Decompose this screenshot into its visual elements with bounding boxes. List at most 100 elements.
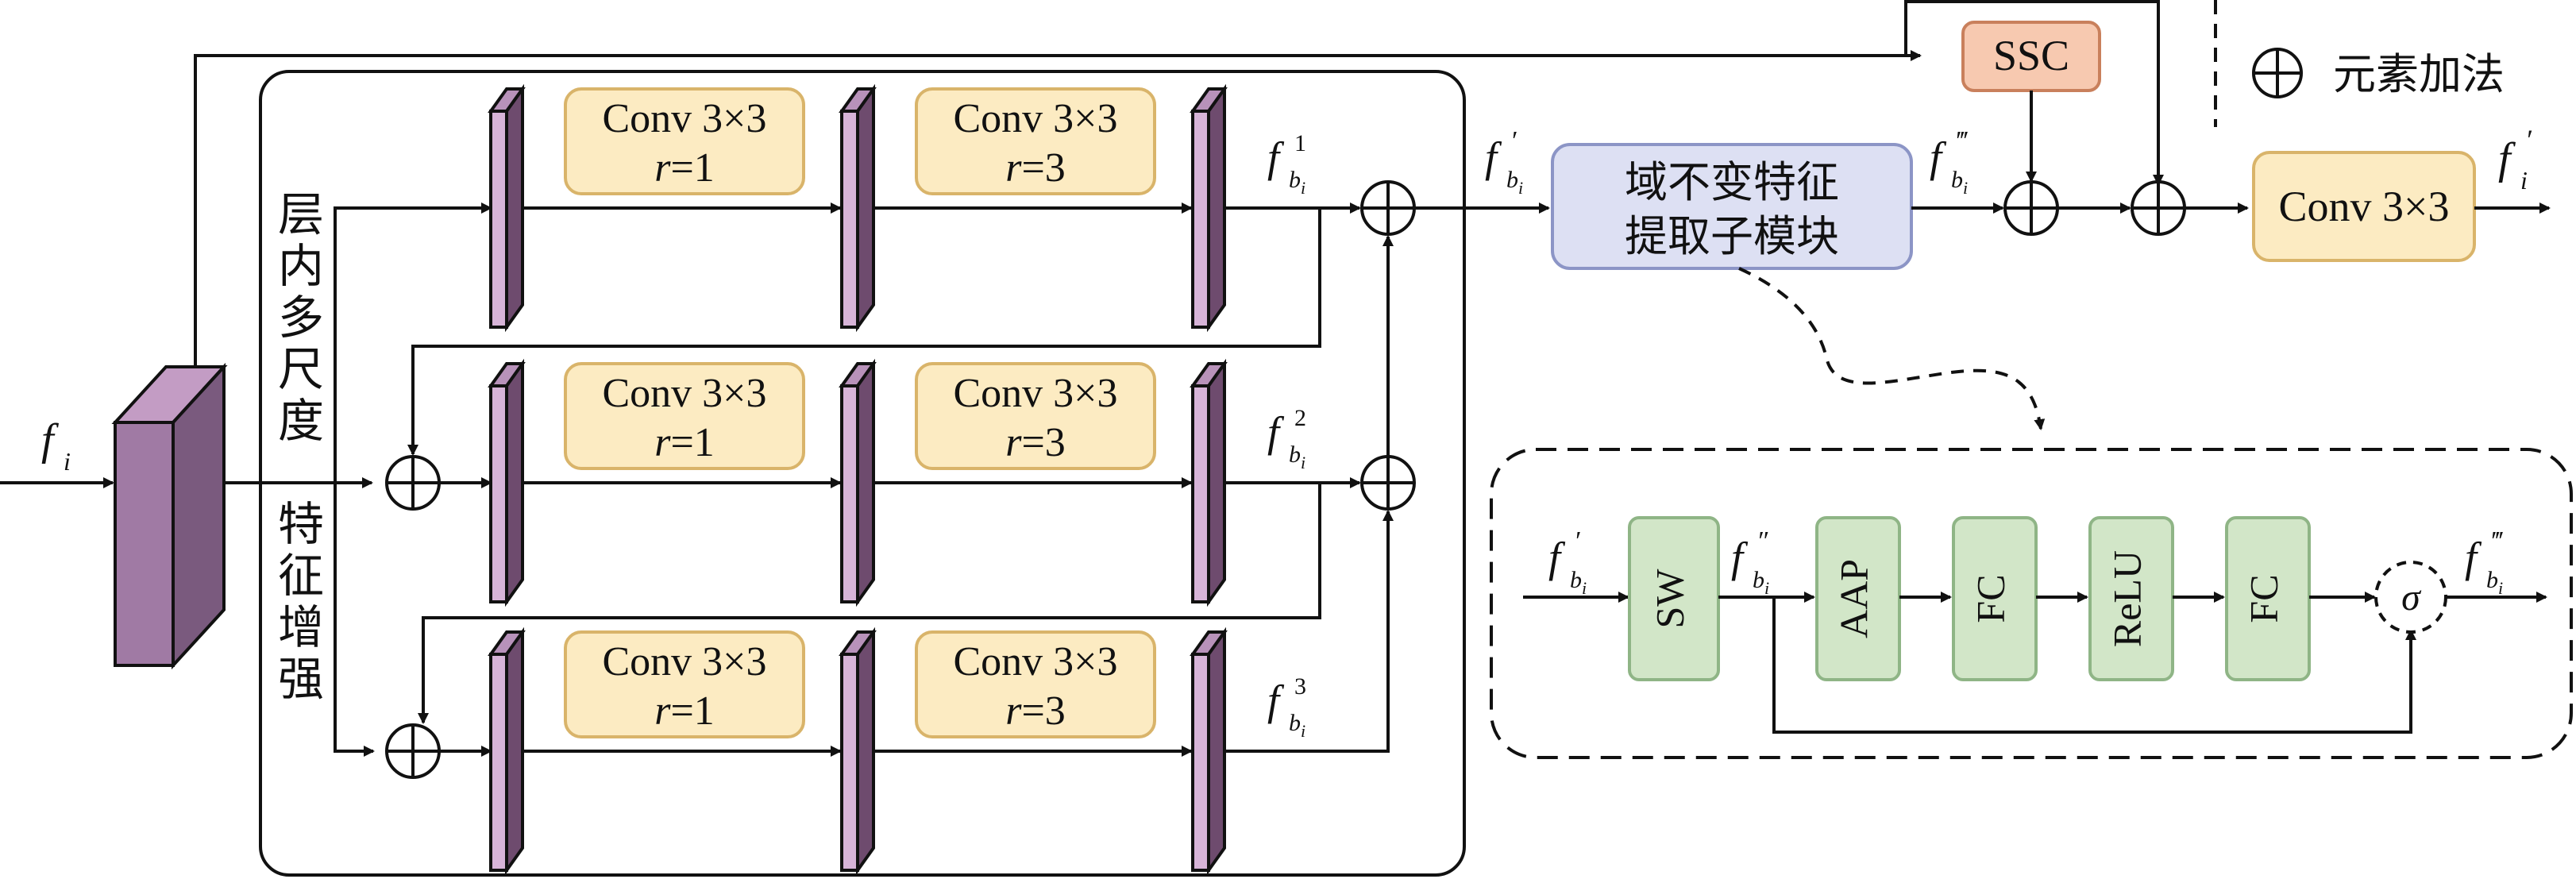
- svg-text:内: 内: [278, 239, 324, 293]
- svg-text:′: ′: [1574, 526, 1580, 556]
- svg-text:b: b: [1289, 441, 1301, 468]
- svg-text:i: i: [1518, 178, 1523, 198]
- block-title-bottom: 特 征 增 强: [278, 497, 324, 706]
- branch3-feed: [334, 483, 375, 757]
- feature-map: [839, 358, 877, 607]
- svg-text:i: i: [1301, 721, 1305, 741]
- svg-text:强: 强: [278, 652, 324, 706]
- module-line2: 提取子模块: [1625, 211, 1839, 261]
- add-symbol: [2003, 180, 2059, 236]
- conv-kernel-label: Conv 3×3: [953, 96, 1117, 141]
- skip-line: [194, 50, 1922, 367]
- svg-text:′: ′: [1510, 126, 1517, 156]
- svg-text:b: b: [1570, 567, 1582, 593]
- svg-text:‴: ‴: [1955, 126, 1968, 156]
- feature-map: [1190, 626, 1228, 876]
- feature-map: [488, 358, 526, 607]
- svg-text:f: f: [1485, 133, 1502, 181]
- svg-text:b: b: [1289, 710, 1301, 736]
- conv-kernel-label: Conv 3×3: [602, 371, 766, 416]
- svg-text:特: 特: [278, 497, 324, 551]
- add-symbol: [1360, 180, 1416, 236]
- svg-text:‴: ‴: [2490, 526, 2503, 556]
- svg-text:3: 3: [1294, 673, 1306, 700]
- add-symbol-legend-icon: [2252, 48, 2303, 98]
- svg-text:i: i: [1764, 578, 1769, 598]
- conv-dilation-label: r=1: [654, 688, 715, 734]
- svg-text:尺: 尺: [278, 342, 324, 396]
- conv-r1-box: Conv 3×3r=1: [564, 362, 805, 470]
- svg-text:层: 层: [278, 187, 324, 241]
- svg-text:f: f: [1548, 534, 1566, 581]
- relu-label: ReLU: [2104, 550, 2149, 647]
- svg-text:′: ′: [2525, 124, 2532, 156]
- add-symbol: [1360, 455, 1416, 511]
- add-symbol: [2131, 180, 2186, 236]
- add-symbol: [385, 723, 441, 779]
- svg-text:b: b: [1289, 167, 1301, 193]
- feature-map: [1190, 358, 1228, 607]
- feedback-1-2: [407, 208, 1321, 456]
- input-label: f i: [41, 415, 71, 476]
- legend-label: 元素加法: [2333, 49, 2505, 99]
- sigma-label: σ: [2401, 576, 2422, 619]
- svg-text:f: f: [1731, 534, 1749, 581]
- svg-text:度: 度: [278, 394, 324, 448]
- conv-kernel-label: Conv 3×3: [602, 96, 766, 141]
- block-title-top: 层 内 多 尺 度: [278, 187, 324, 448]
- conv-r3-box: Conv 3×3r=3: [915, 362, 1156, 470]
- final-conv-label: Conv 3×3: [2279, 183, 2450, 230]
- b3-to-add: [1271, 510, 1394, 753]
- module-line1: 域不变特征: [1625, 157, 1839, 207]
- svg-text:多: 多: [278, 291, 324, 345]
- svg-text:f: f: [2498, 134, 2516, 183]
- svg-text:b: b: [2486, 567, 2498, 593]
- skip-line-top: [1904, 0, 2164, 186]
- svg-text:f: f: [1267, 677, 1285, 724]
- svg-text:″: ″: [1757, 526, 1768, 556]
- svg-text:1: 1: [1294, 130, 1306, 156]
- output-label: f i ′: [2498, 124, 2532, 195]
- conv-dilation-label: r=1: [654, 145, 715, 191]
- ssc-label: SSC: [1993, 32, 2069, 79]
- feature-map: [1190, 83, 1228, 333]
- svg-text:f: f: [2465, 534, 2482, 581]
- feature-map: [839, 626, 877, 876]
- sub-diagram-box: [1490, 448, 2573, 759]
- zoom-connector: [1738, 267, 2046, 430]
- svg-text:i: i: [2498, 578, 2503, 598]
- ftriple-label: f b i ‴: [1930, 126, 1968, 198]
- conv-r1-box: Conv 3×3r=1: [564, 630, 805, 738]
- add-symbol: [385, 455, 441, 511]
- svg-text:i: i: [2520, 166, 2528, 195]
- sub-output-label: f b i ‴: [2465, 526, 2503, 598]
- fc1-label: FC: [1968, 574, 2012, 623]
- feedback-2-3: [418, 483, 1321, 724]
- sub-mid-label: f b i ″: [1731, 526, 1769, 598]
- input-feature-block: [111, 362, 228, 670]
- conv-dilation-label: r=3: [1005, 420, 1066, 465]
- conv-dilation-label: r=3: [1005, 145, 1066, 191]
- svg-text:i: i: [1301, 453, 1305, 472]
- svg-text:f: f: [41, 415, 60, 465]
- conv-r3-box: Conv 3×3r=3: [915, 630, 1156, 738]
- feature-map: [488, 626, 526, 876]
- conv-dilation-label: r=3: [1005, 688, 1066, 734]
- sub-input-label: f b i ′: [1548, 526, 1587, 598]
- aap-label: AAP: [1831, 559, 1876, 638]
- conv-r3-box: Conv 3×3r=3: [915, 87, 1156, 195]
- svg-text:f: f: [1930, 133, 1947, 181]
- svg-text:b: b: [1753, 567, 1764, 593]
- feature-map: [488, 83, 526, 333]
- svg-text:f: f: [1267, 133, 1285, 181]
- svg-text:2: 2: [1294, 405, 1306, 431]
- branch1-feed: [334, 202, 492, 483]
- svg-text:b: b: [1506, 167, 1518, 193]
- svg-text:i: i: [1963, 178, 1968, 198]
